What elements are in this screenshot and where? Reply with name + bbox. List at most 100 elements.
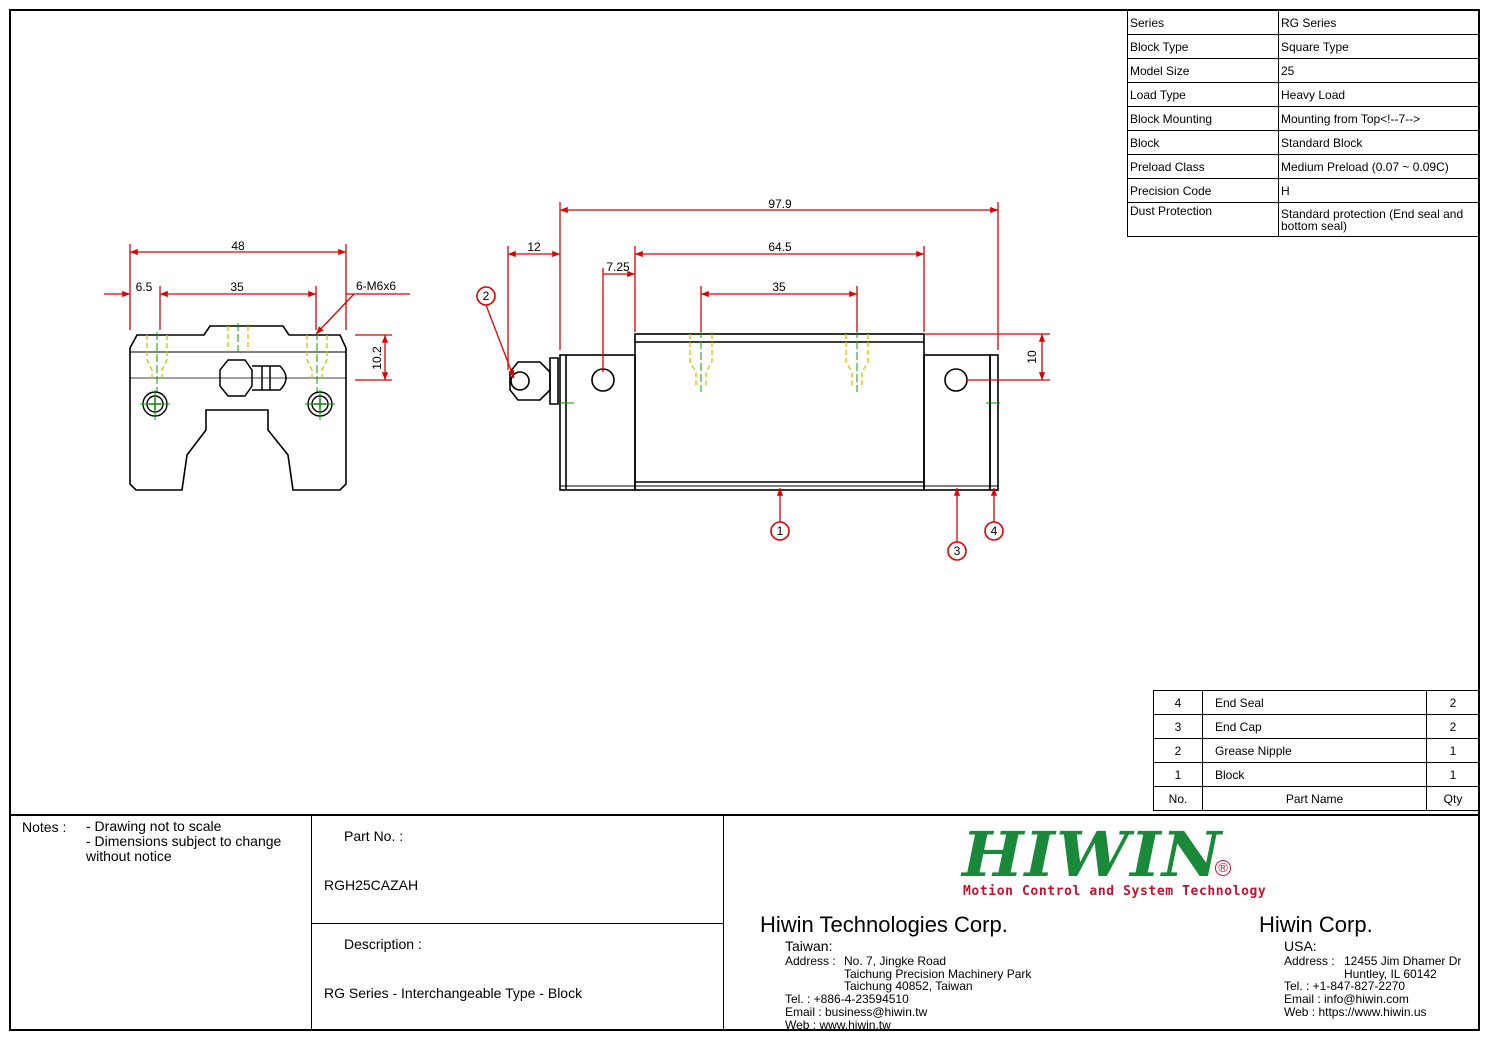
dim-side-length: 97.9 (768, 197, 792, 211)
dim-side-body: 64.5 (768, 240, 792, 254)
part-qty: 1 (1426, 762, 1480, 787)
spec-value: RG Series (1278, 10, 1480, 35)
spec-value: Medium Preload (0.07 ~ 0.09C) (1278, 154, 1480, 179)
spec-value: Standard Block (1278, 130, 1480, 155)
address-line: Taichung 40852, Taiwan (844, 979, 973, 993)
dim-front-width: 48 (231, 239, 245, 253)
part-qty: 2 (1426, 690, 1480, 715)
spec-key: Model Size (1127, 58, 1279, 83)
taiwan-email: Email : business@hiwin.tw (785, 1005, 928, 1019)
spec-value: H (1278, 178, 1480, 203)
taiwan-region: Taiwan: (785, 938, 833, 954)
dim-side-offset: 7.25 (606, 260, 630, 274)
usa-region: USA: (1284, 938, 1317, 954)
spec-value: Mounting from Top<!--7--> (1278, 106, 1480, 131)
note-line: - Dimensions subject to change (86, 833, 282, 849)
side-view: 97.9 12 64.5 7.25 35 10 2 1 3 4 (476, 197, 1050, 561)
dim-front-left: 6.5 (136, 280, 153, 294)
title-block-top-border (9, 814, 1480, 816)
note-line: - Drawing not to scale (86, 818, 222, 834)
address-line: Taichung Precision Machinery Park (844, 966, 1032, 981)
dim-side-pitch: 35 (772, 280, 786, 294)
header-no: No. (1153, 786, 1203, 811)
part-no: 2 (1153, 738, 1203, 763)
address-line: No. 7, Jingke Road (844, 954, 947, 968)
description-value: RG Series - Interchangeable Type - Block (324, 985, 583, 1001)
dim-front-pitch: 35 (230, 280, 244, 294)
part-no: 1 (1153, 762, 1203, 787)
dim-side-height: 10 (1025, 350, 1039, 364)
spec-key: Block (1127, 130, 1279, 155)
balloon-4: 4 (991, 524, 998, 538)
part-no: 3 (1153, 714, 1203, 739)
logo-tagline: Motion Control and System Technology (963, 884, 1267, 899)
spec-key: Block Type (1127, 34, 1279, 59)
taiwan-address: No. 7, Jingke Road Taichung Precision Ma… (844, 955, 1031, 993)
description-label: Description : (344, 936, 422, 952)
dim-front-thread: 6-M6x6 (356, 279, 396, 293)
spec-key: Precision Code (1127, 178, 1279, 203)
balloon-1: 1 (777, 524, 784, 538)
usa-address: 12455 Jim Dhamer Dr Huntley, IL 60142 (1344, 955, 1461, 980)
notes-list: - Drawing not to scale - Dimensions subj… (86, 819, 281, 864)
divider (723, 815, 724, 1031)
part-name: Grease Nipple (1202, 738, 1427, 763)
part-name: End Cap (1202, 714, 1427, 739)
address-line: 12455 Jim Dhamer Dr (1344, 954, 1462, 968)
part-no: 4 (1153, 690, 1203, 715)
header-part-name: Part Name (1202, 786, 1427, 811)
usa-address-label: Address : (1284, 954, 1335, 968)
registered-mark: ® (1215, 860, 1231, 876)
taiwan-address-label: Address : (785, 954, 836, 968)
taiwan-web: Web : www.hiwin.tw (785, 1018, 891, 1032)
spec-value: 25 (1278, 58, 1480, 83)
spec-key: Series (1127, 10, 1279, 35)
usa-tel: Tel. : +1-847-827-2270 (1284, 979, 1406, 993)
usa-email: Email : info@hiwin.com (1284, 992, 1409, 1006)
spec-key: Dust Protection (1127, 202, 1279, 237)
spec-value: Square Type (1278, 34, 1480, 59)
front-view: 48 6.5 35 6-M6x6 10.2 (104, 239, 410, 491)
dim-front-height: 10.2 (370, 346, 384, 370)
part-name: End Seal (1202, 690, 1427, 715)
company-taiwan: Hiwin Technologies Corp. (760, 912, 1008, 937)
part-qty: 1 (1426, 738, 1480, 763)
notes-label: Notes : (22, 819, 67, 835)
part-name: Block (1202, 762, 1427, 787)
dim-side-nipple: 12 (527, 240, 541, 254)
spec-value: Standard protection (End seal and bottom… (1278, 202, 1480, 237)
part-no-label: Part No. : (344, 828, 404, 844)
company-usa: Hiwin Corp. (1259, 912, 1373, 937)
spec-key: Preload Class (1127, 154, 1279, 179)
part-qty: 2 (1426, 714, 1480, 739)
drawing-frame (9, 9, 1480, 1031)
address-line: Huntley, IL 60142 (1344, 966, 1437, 981)
balloon-2: 2 (483, 289, 490, 303)
part-no-value: RGH25CAZAH (324, 877, 419, 893)
spec-key: Block Mounting (1127, 106, 1279, 131)
spec-value: Heavy Load (1278, 82, 1480, 107)
divider (311, 923, 723, 924)
note-line: without notice (86, 848, 172, 864)
technical-drawing: 48 6.5 35 6-M6x6 10.2 (104, 197, 1050, 561)
usa-web: Web : https://www.hiwin.us (1284, 1005, 1427, 1019)
taiwan-tel: Tel. : +886-4-23594510 (785, 992, 909, 1006)
hiwin-logo: HIWIN (962, 818, 1223, 891)
balloon-3: 3 (954, 544, 961, 558)
spec-key: Load Type (1127, 82, 1279, 107)
